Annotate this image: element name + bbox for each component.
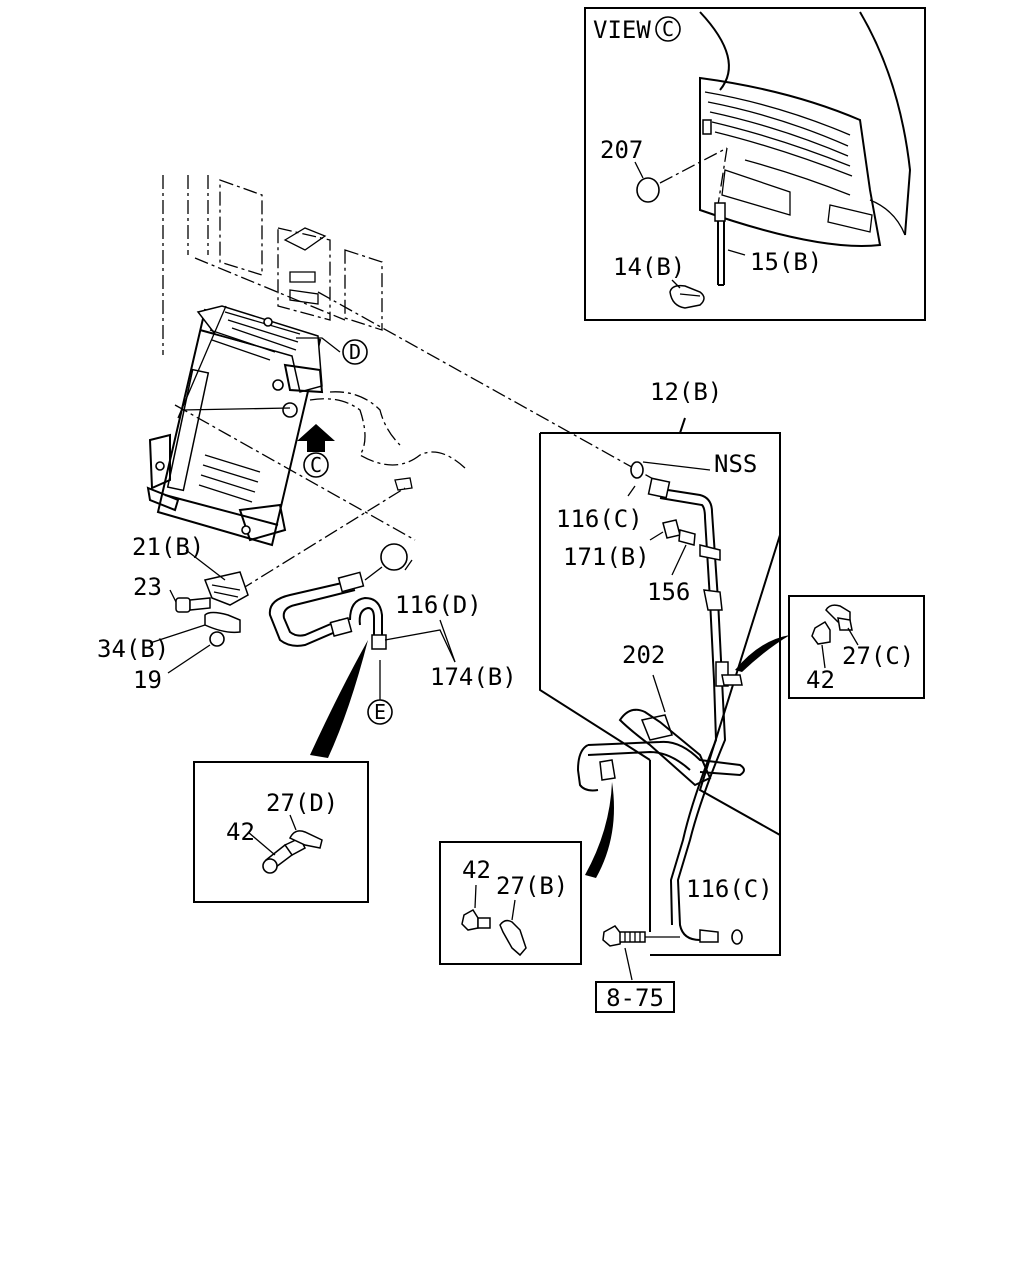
truck-front-drawing — [699, 11, 912, 247]
callout-27d: 27(D) — [266, 789, 338, 817]
marker-d: D — [342, 339, 368, 365]
callout-15b: 15(B) — [750, 248, 822, 276]
cab-background-outline — [162, 175, 383, 355]
marker-e: E — [367, 660, 393, 725]
svg-text:C: C — [310, 453, 322, 477]
callout-207: 207 — [600, 136, 643, 164]
detail-pointer-left — [310, 640, 368, 758]
reference-box: 8-75 — [595, 981, 675, 1013]
callout-116c-top: 116(C) — [556, 505, 643, 533]
clip-part — [669, 279, 705, 309]
svg-text:E: E — [374, 700, 386, 724]
callout-202: 202 — [622, 641, 665, 669]
callout-171b: 171(B) — [563, 543, 650, 571]
callout-34b: 34(B) — [97, 635, 169, 663]
callout-174b: 174(B) — [430, 663, 517, 691]
callout-23: 23 — [133, 573, 162, 601]
detail-pointer-mid — [585, 782, 614, 878]
callout-nss: NSS — [714, 450, 757, 478]
hose-174b — [268, 543, 456, 663]
leader-lines — [174, 291, 656, 591]
callout-14b: 14(B) — [613, 253, 685, 281]
marker-c: C — [303, 452, 329, 478]
callout-42-mid: 42 — [462, 856, 491, 884]
ref-8-75: 8-75 — [606, 984, 664, 1012]
callout-42-left: 42 — [226, 818, 255, 846]
detail-box-right — [788, 595, 925, 699]
dipstick-part — [714, 147, 746, 286]
pipe-assembly-12b — [539, 417, 781, 956]
detail-box-left — [193, 761, 369, 903]
callout-116d: 116(D) — [395, 591, 482, 619]
callout-116c-bottom: 116(C) — [686, 875, 773, 903]
bracket-assembly — [149, 549, 249, 674]
detail-pointer-right — [735, 635, 790, 672]
view-title: VIEW — [593, 16, 651, 44]
callout-12b: 12(B) — [650, 378, 722, 406]
view-letter: C — [662, 17, 674, 41]
engine-outline — [309, 391, 466, 491]
callout-19: 19 — [133, 666, 162, 694]
detail-box-mid — [439, 841, 582, 965]
cap-part — [634, 147, 728, 203]
svg-text:D: D — [349, 340, 361, 364]
view-c-arrow — [297, 424, 335, 452]
bolt-part — [602, 925, 680, 981]
callout-27c: 27(C) — [842, 642, 914, 670]
callout-42-right: 42 — [806, 666, 835, 694]
callout-21b: 21(B) — [132, 533, 204, 561]
callout-156: 156 — [647, 578, 690, 606]
view-c-panel: VIEW C — [584, 7, 926, 321]
oil-cooler-radiator — [146, 305, 324, 547]
callout-27b: 27(B) — [496, 872, 568, 900]
